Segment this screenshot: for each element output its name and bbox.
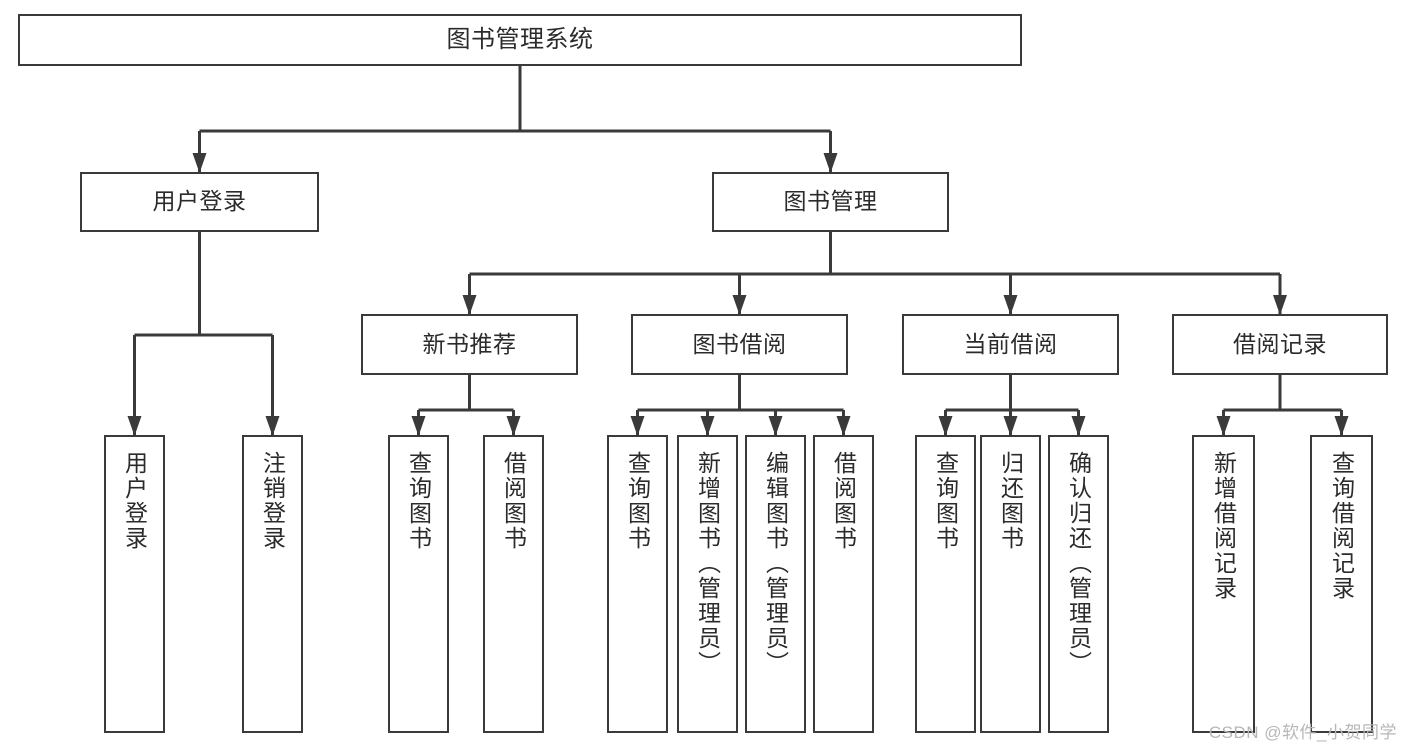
node-current[interactable]: 当前借阅 [902, 314, 1119, 375]
node-l-rec-1[interactable]: 新增借阅记录 [1192, 435, 1255, 733]
node-l-cur-3[interactable]: 确认归还（管理员） [1048, 435, 1109, 733]
node-label: 归还图书 [997, 451, 1024, 551]
node-l-login-2[interactable]: 注销登录 [242, 435, 303, 733]
node-label: 编辑图书（管理员） [762, 451, 789, 676]
node-records[interactable]: 借阅记录 [1172, 314, 1388, 375]
node-label: 新书推荐 [422, 330, 517, 357]
node-bookmgmt[interactable]: 图书管理 [712, 172, 949, 232]
node-label: 新增图书（管理员） [694, 451, 721, 676]
node-label: 借阅图书 [500, 451, 527, 551]
node-label: 用户登录 [121, 451, 148, 551]
node-l-bor-4[interactable]: 借阅图书 [813, 435, 874, 733]
node-label: 新增借阅记录 [1210, 451, 1237, 601]
node-l-bor-1[interactable]: 查询图书 [607, 435, 668, 733]
node-borrow[interactable]: 图书借阅 [631, 314, 848, 375]
node-label: 查询图书 [405, 451, 432, 551]
node-label: 注销登录 [259, 451, 286, 551]
node-login[interactable]: 用户登录 [80, 172, 319, 232]
node-label: 借阅图书 [830, 451, 857, 551]
node-label: 查询图书 [932, 451, 959, 551]
node-l-cur-1[interactable]: 查询图书 [915, 435, 976, 733]
node-root[interactable]: 图书管理系统 [18, 14, 1022, 66]
node-l-login-1[interactable]: 用户登录 [104, 435, 165, 733]
node-l-rec-2[interactable]: 查询借阅记录 [1310, 435, 1373, 733]
node-l-bor-2[interactable]: 新增图书（管理员） [677, 435, 738, 733]
node-label: 借阅记录 [1233, 330, 1327, 357]
node-l-bor-3[interactable]: 编辑图书（管理员） [745, 435, 806, 733]
node-newbook[interactable]: 新书推荐 [361, 314, 578, 375]
watermark-label: CSDN @软件_小贺同学 [1208, 723, 1397, 742]
node-label: 图书管理系统 [446, 25, 594, 53]
node-l-new-2[interactable]: 借阅图书 [483, 435, 544, 733]
node-l-new-1[interactable]: 查询图书 [388, 435, 449, 733]
node-label: 图书管理 [783, 188, 878, 215]
node-label: 当前借阅 [963, 330, 1058, 357]
node-label: 用户登录 [152, 188, 247, 215]
node-label: 查询图书 [624, 451, 651, 551]
node-l-cur-2[interactable]: 归还图书 [980, 435, 1041, 733]
node-label: 图书借阅 [692, 330, 787, 357]
node-label: 查询借阅记录 [1328, 451, 1355, 601]
node-label: 确认归还（管理员） [1065, 451, 1092, 676]
